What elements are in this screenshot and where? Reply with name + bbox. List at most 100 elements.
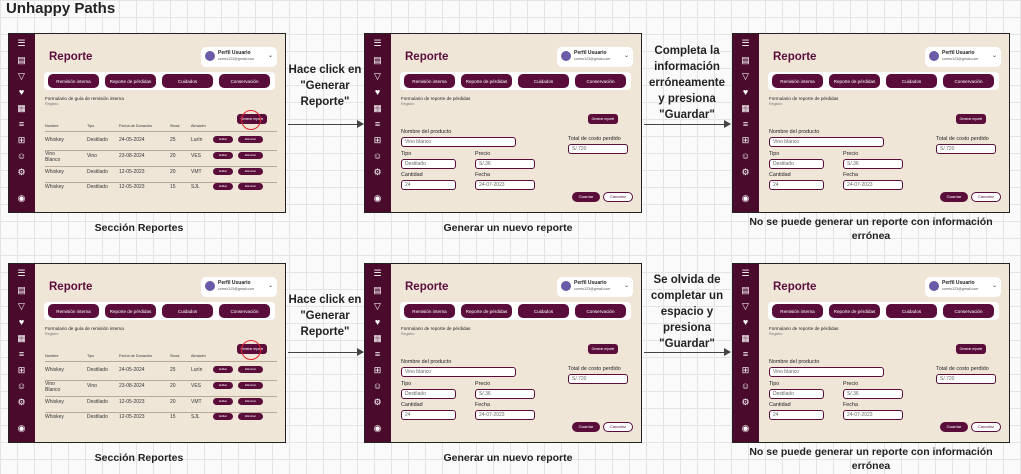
tab-perdidas[interactable]: Reporte de pérdidas [829,74,880,88]
total-input[interactable]: S/.720 [568,144,628,154]
list-icon[interactable]: ≡ [374,119,381,129]
tab-cuidados[interactable]: Cuidados [886,74,937,88]
price-input[interactable]: S/.36 [843,389,903,399]
product-input[interactable]: Vino blanco [769,367,884,377]
save-button[interactable]: Guardar [940,192,968,202]
product-input[interactable]: Vino blanco [769,137,884,147]
tab-remision[interactable]: Remisión interna [48,74,99,88]
save-button[interactable]: Guardar [572,422,600,432]
quantity-input[interactable]: 24 [401,180,456,190]
edit-button[interactable]: Editar [213,413,233,420]
cart-icon[interactable]: ⊞ [741,135,750,145]
cart-icon[interactable]: ⊞ [17,135,26,145]
tab-perdidas[interactable]: Reporte de pérdidas [105,304,156,318]
delete-button[interactable]: Eliminar [238,183,263,190]
delete-button[interactable]: Eliminar [238,413,263,420]
tab-conservacion[interactable]: Conservación [219,304,270,318]
cart-icon[interactable]: ⊞ [373,365,382,375]
generate-report-button[interactable]: Generar reporte [588,344,618,354]
edit-button[interactable]: Editar [213,366,233,373]
product-input[interactable]: Vino blanco [401,367,516,377]
wine-icon[interactable]: ▽ [374,71,381,81]
donation-icon[interactable]: ♥ [18,317,25,327]
profile-icon[interactable]: ◉ [741,423,750,433]
menu-icon[interactable]: ☰ [17,38,26,48]
price-input[interactable]: S/.36 [843,159,903,169]
cart-icon[interactable]: ⊞ [17,365,26,375]
type-input[interactable]: Destilado [769,159,824,169]
date-input[interactable]: 24-07-2023 [475,410,535,420]
list-icon[interactable]: ≡ [18,119,25,129]
list-icon[interactable]: ≡ [742,349,749,359]
tab-remision[interactable]: Remisión interna [772,304,823,318]
inventory-icon[interactable]: ▤ [741,55,750,65]
product-input[interactable]: Vino blanco [401,137,516,147]
delivery-icon[interactable]: ⚙ [741,167,750,177]
quantity-input[interactable]: 24 [769,180,824,190]
quantity-input[interactable]: 24 [401,410,456,420]
user-icon[interactable]: ☺ [16,151,27,161]
edit-button[interactable]: Editar [213,382,233,389]
total-input[interactable]: S/.720 [568,374,628,384]
date-input[interactable]: 24-07-2023 [843,410,903,420]
tab-remision[interactable]: Remisión interna [404,304,455,318]
profile-icon[interactable]: ◉ [373,193,382,203]
tab-conservacion[interactable]: Conservación [219,74,270,88]
chevron-down-icon[interactable]: ⌄ [267,283,273,289]
inventory-icon[interactable]: ▤ [17,55,26,65]
list-icon[interactable]: ≡ [374,349,381,359]
user-icon[interactable]: ☺ [740,151,751,161]
chevron-down-icon[interactable]: ⌄ [991,283,997,289]
menu-icon[interactable]: ☰ [17,268,26,278]
tab-perdidas[interactable]: Reporte de pérdidas [105,74,156,88]
document-icon[interactable]: ▦ [741,333,750,343]
save-button[interactable]: Guardar [572,192,600,202]
total-input[interactable]: S/.720 [936,374,996,384]
cancel-button[interactable]: Cancelar [603,422,633,432]
cancel-button[interactable]: Cancelar [971,422,1001,432]
wine-icon[interactable]: ▽ [18,71,25,81]
list-icon[interactable]: ≡ [18,349,25,359]
donation-icon[interactable]: ♥ [742,317,749,327]
tab-conservacion[interactable]: Conservación [575,304,626,318]
menu-icon[interactable]: ☰ [373,38,382,48]
cancel-button[interactable]: Cancelar [971,192,1001,202]
tab-cuidados[interactable]: Cuidados [162,74,213,88]
delivery-icon[interactable]: ⚙ [17,167,26,177]
profile-icon[interactable]: ◉ [17,423,26,433]
inventory-icon[interactable]: ▤ [373,285,382,295]
generate-report-button[interactable]: Generar reporte [956,114,986,124]
type-input[interactable]: Destilado [401,389,456,399]
delivery-icon[interactable]: ⚙ [373,397,382,407]
tab-perdidas[interactable]: Reporte de pérdidas [461,304,512,318]
tab-conservacion[interactable]: Conservación [575,74,626,88]
document-icon[interactable]: ▦ [373,103,382,113]
edit-button[interactable]: Editar [213,398,233,405]
delivery-icon[interactable]: ⚙ [741,397,750,407]
user-icon[interactable]: ☺ [372,151,383,161]
delete-button[interactable]: Eliminar [238,152,263,159]
price-input[interactable]: S/.36 [475,159,535,169]
price-input[interactable]: S/.36 [475,389,535,399]
wine-icon[interactable]: ▽ [374,301,381,311]
document-icon[interactable]: ▦ [741,103,750,113]
chevron-down-icon[interactable]: ⌄ [623,283,629,289]
delete-button[interactable]: Eliminar [238,398,263,405]
delivery-icon[interactable]: ⚙ [373,167,382,177]
menu-icon[interactable]: ☰ [741,268,750,278]
profile-icon[interactable]: ◉ [17,193,26,203]
chevron-down-icon[interactable]: ⌄ [623,53,629,59]
profile-icon[interactable]: ◉ [741,193,750,203]
document-icon[interactable]: ▦ [17,333,26,343]
chevron-down-icon[interactable]: ⌄ [991,53,997,59]
total-input[interactable]: S/.720 [936,144,996,154]
edit-button[interactable]: Editar [213,152,233,159]
tab-perdidas[interactable]: Reporte de pérdidas [829,304,880,318]
cart-icon[interactable]: ⊞ [373,135,382,145]
tab-perdidas[interactable]: Reporte de pérdidas [461,74,512,88]
